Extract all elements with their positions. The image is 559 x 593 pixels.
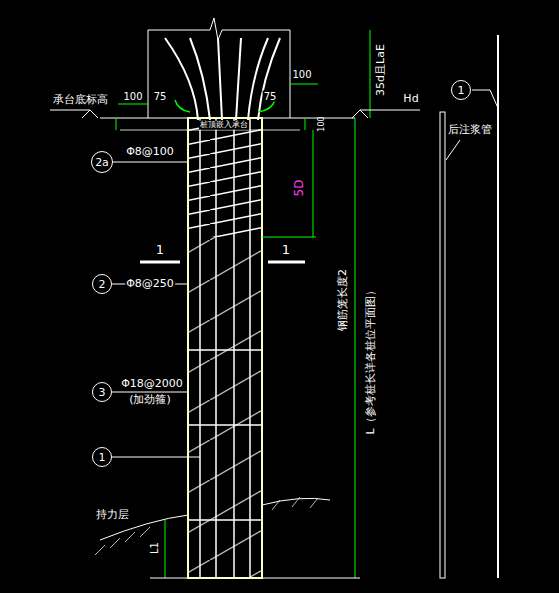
callout-circle: 3 — [92, 382, 112, 402]
callout-number: 1 — [458, 84, 465, 97]
callout-circle: 1 — [92, 447, 112, 467]
callout-circle: 2a — [91, 151, 113, 173]
drawing-label: Φ8@100 — [125, 146, 175, 158]
drawing-label: 后注浆管 — [447, 124, 493, 136]
drawing-label: L1 — [149, 542, 160, 554]
drawing-label: 35d且LaE — [375, 44, 387, 96]
drawing-label: 100 — [318, 116, 327, 131]
drawing-label: 75 — [263, 91, 278, 102]
drawing-label: 持力层 — [95, 509, 130, 521]
drawing-label: 承台底标高 — [52, 94, 109, 106]
drawing-label: 100 — [122, 91, 143, 102]
drawing-label: L（参考桩长详各桩位平面图） — [365, 285, 377, 434]
drawing-label: Φ8@250 — [125, 278, 175, 290]
callout-circle: 2 — [92, 274, 112, 294]
drawing-label: 1 — [155, 243, 165, 257]
callout-number: 3 — [99, 386, 106, 399]
callout-number: 1 — [99, 451, 106, 464]
drawing-label: (加劲箍) — [128, 394, 172, 406]
callout-number: 2 — [99, 278, 106, 291]
drawing-label: Hd — [402, 93, 419, 105]
drawing-label: 钢筋笼长度2 — [337, 269, 349, 331]
drawing-label: Φ18@2000 — [120, 378, 184, 390]
drawing-label: 100 — [291, 69, 312, 80]
drawing-label: 75 — [153, 91, 168, 102]
callout-number: 2a — [95, 156, 109, 169]
drawing-label: 桩顶嵌入承台 — [199, 121, 249, 130]
drawing-label: 5D — [293, 180, 306, 197]
callout-circle: 1 — [451, 80, 471, 100]
drawing-label: 1 — [281, 243, 291, 257]
